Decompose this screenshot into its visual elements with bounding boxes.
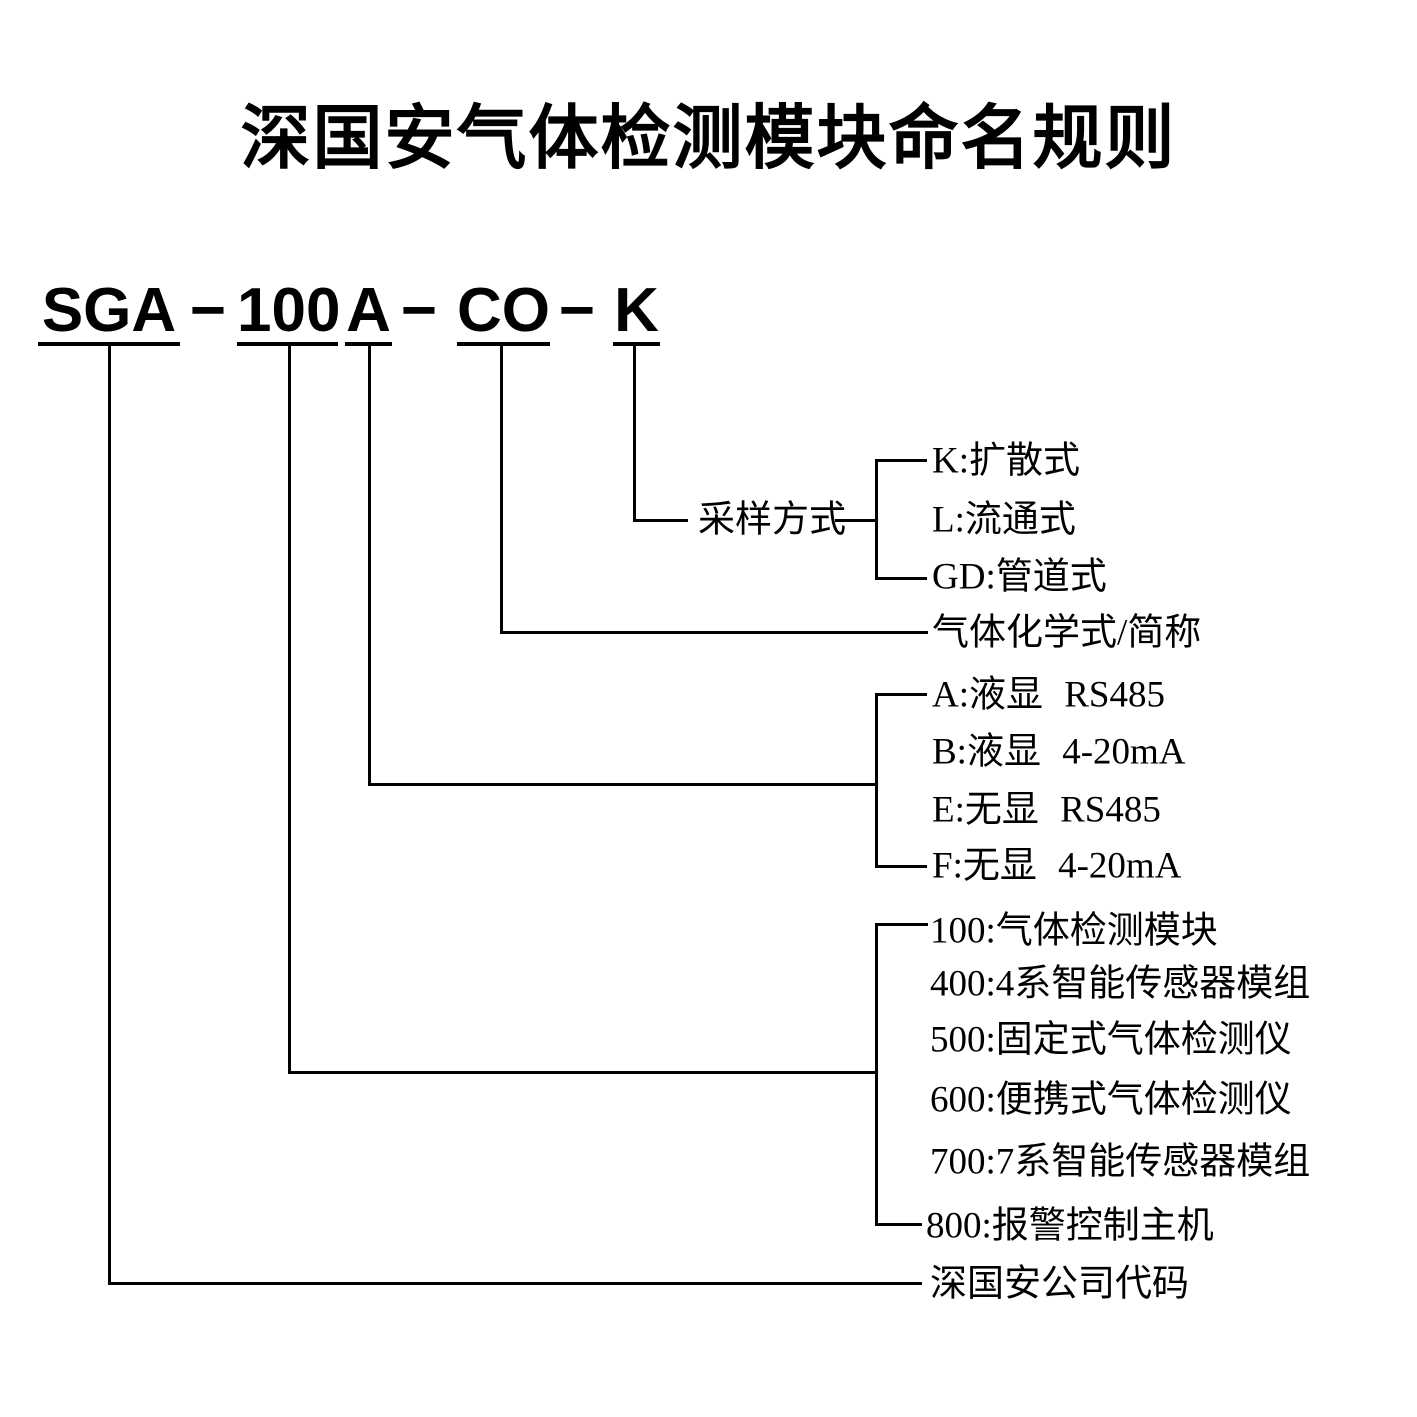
code-segment-a: A (345, 276, 392, 346)
option-100-gas-module: 100:气体检测模块 (930, 910, 1218, 952)
option-l-flow: L:流通式 (932, 499, 1076, 541)
series-drop-line (288, 346, 291, 1074)
output-bracket (875, 693, 878, 868)
company-code-label: 深国安公司代码 (930, 1263, 1189, 1305)
option-600-portable: 600:便携式气体检测仪 (930, 1079, 1292, 1121)
option-500-fixed: 500:固定式气体检测仪 (930, 1019, 1292, 1061)
code-segment-k: K (613, 276, 660, 346)
series-bracket (875, 923, 878, 1226)
option-b-lcd-420ma: B:液显 4-20mA (932, 731, 1186, 773)
output-bracket-top-stub (875, 693, 927, 696)
option-400-4series: 400:4系智能传感器模组 (930, 963, 1311, 1005)
gas-formula-label: 气体化学式/简称 (932, 612, 1202, 654)
company-connector (108, 1282, 922, 1285)
option-gd-duct: GD:管道式 (932, 556, 1107, 598)
code-dash-2: − (400, 276, 438, 345)
sampling-connector-right (835, 519, 878, 522)
sampling-bracket-bottom-stub (875, 577, 927, 580)
option-700-7series: 700:7系智能传感器模组 (930, 1141, 1311, 1183)
output-connector (368, 783, 878, 786)
sampling-bracket-top-stub (875, 459, 927, 462)
gas-connector (500, 631, 928, 634)
page-title: 深国安气体检测模块命名规则 (240, 101, 1177, 178)
sampling-method-label: 采样方式 (698, 499, 846, 541)
option-f-nodisp-420ma: F:无显 4-20mA (932, 845, 1182, 887)
sampling-drop-line (633, 346, 636, 522)
series-bracket-top-stub (875, 923, 928, 926)
series-connector (288, 1071, 878, 1074)
sampling-bracket (875, 459, 878, 580)
option-800-alarm-host: 800:报警控制主机 (926, 1205, 1214, 1247)
output-drop-line (368, 346, 371, 786)
series-bracket-bottom-stub (875, 1223, 922, 1226)
option-e-nodisp-rs485: E:无显 RS485 (932, 789, 1161, 831)
code-segment-co: CO (457, 276, 550, 346)
code-dash-3: − (558, 276, 596, 345)
code-dash-1: − (189, 276, 227, 345)
gas-drop-line (500, 346, 503, 634)
sampling-connector-left (633, 519, 688, 522)
option-a-lcd-rs485: A:液显 RS485 (932, 674, 1166, 716)
code-segment-100: 100 (237, 276, 341, 346)
code-segment-sga: SGA (38, 280, 180, 346)
sga-drop-line (108, 346, 111, 1285)
option-k-diffusion: K:扩散式 (932, 440, 1080, 482)
output-bracket-bottom-stub (875, 865, 927, 868)
